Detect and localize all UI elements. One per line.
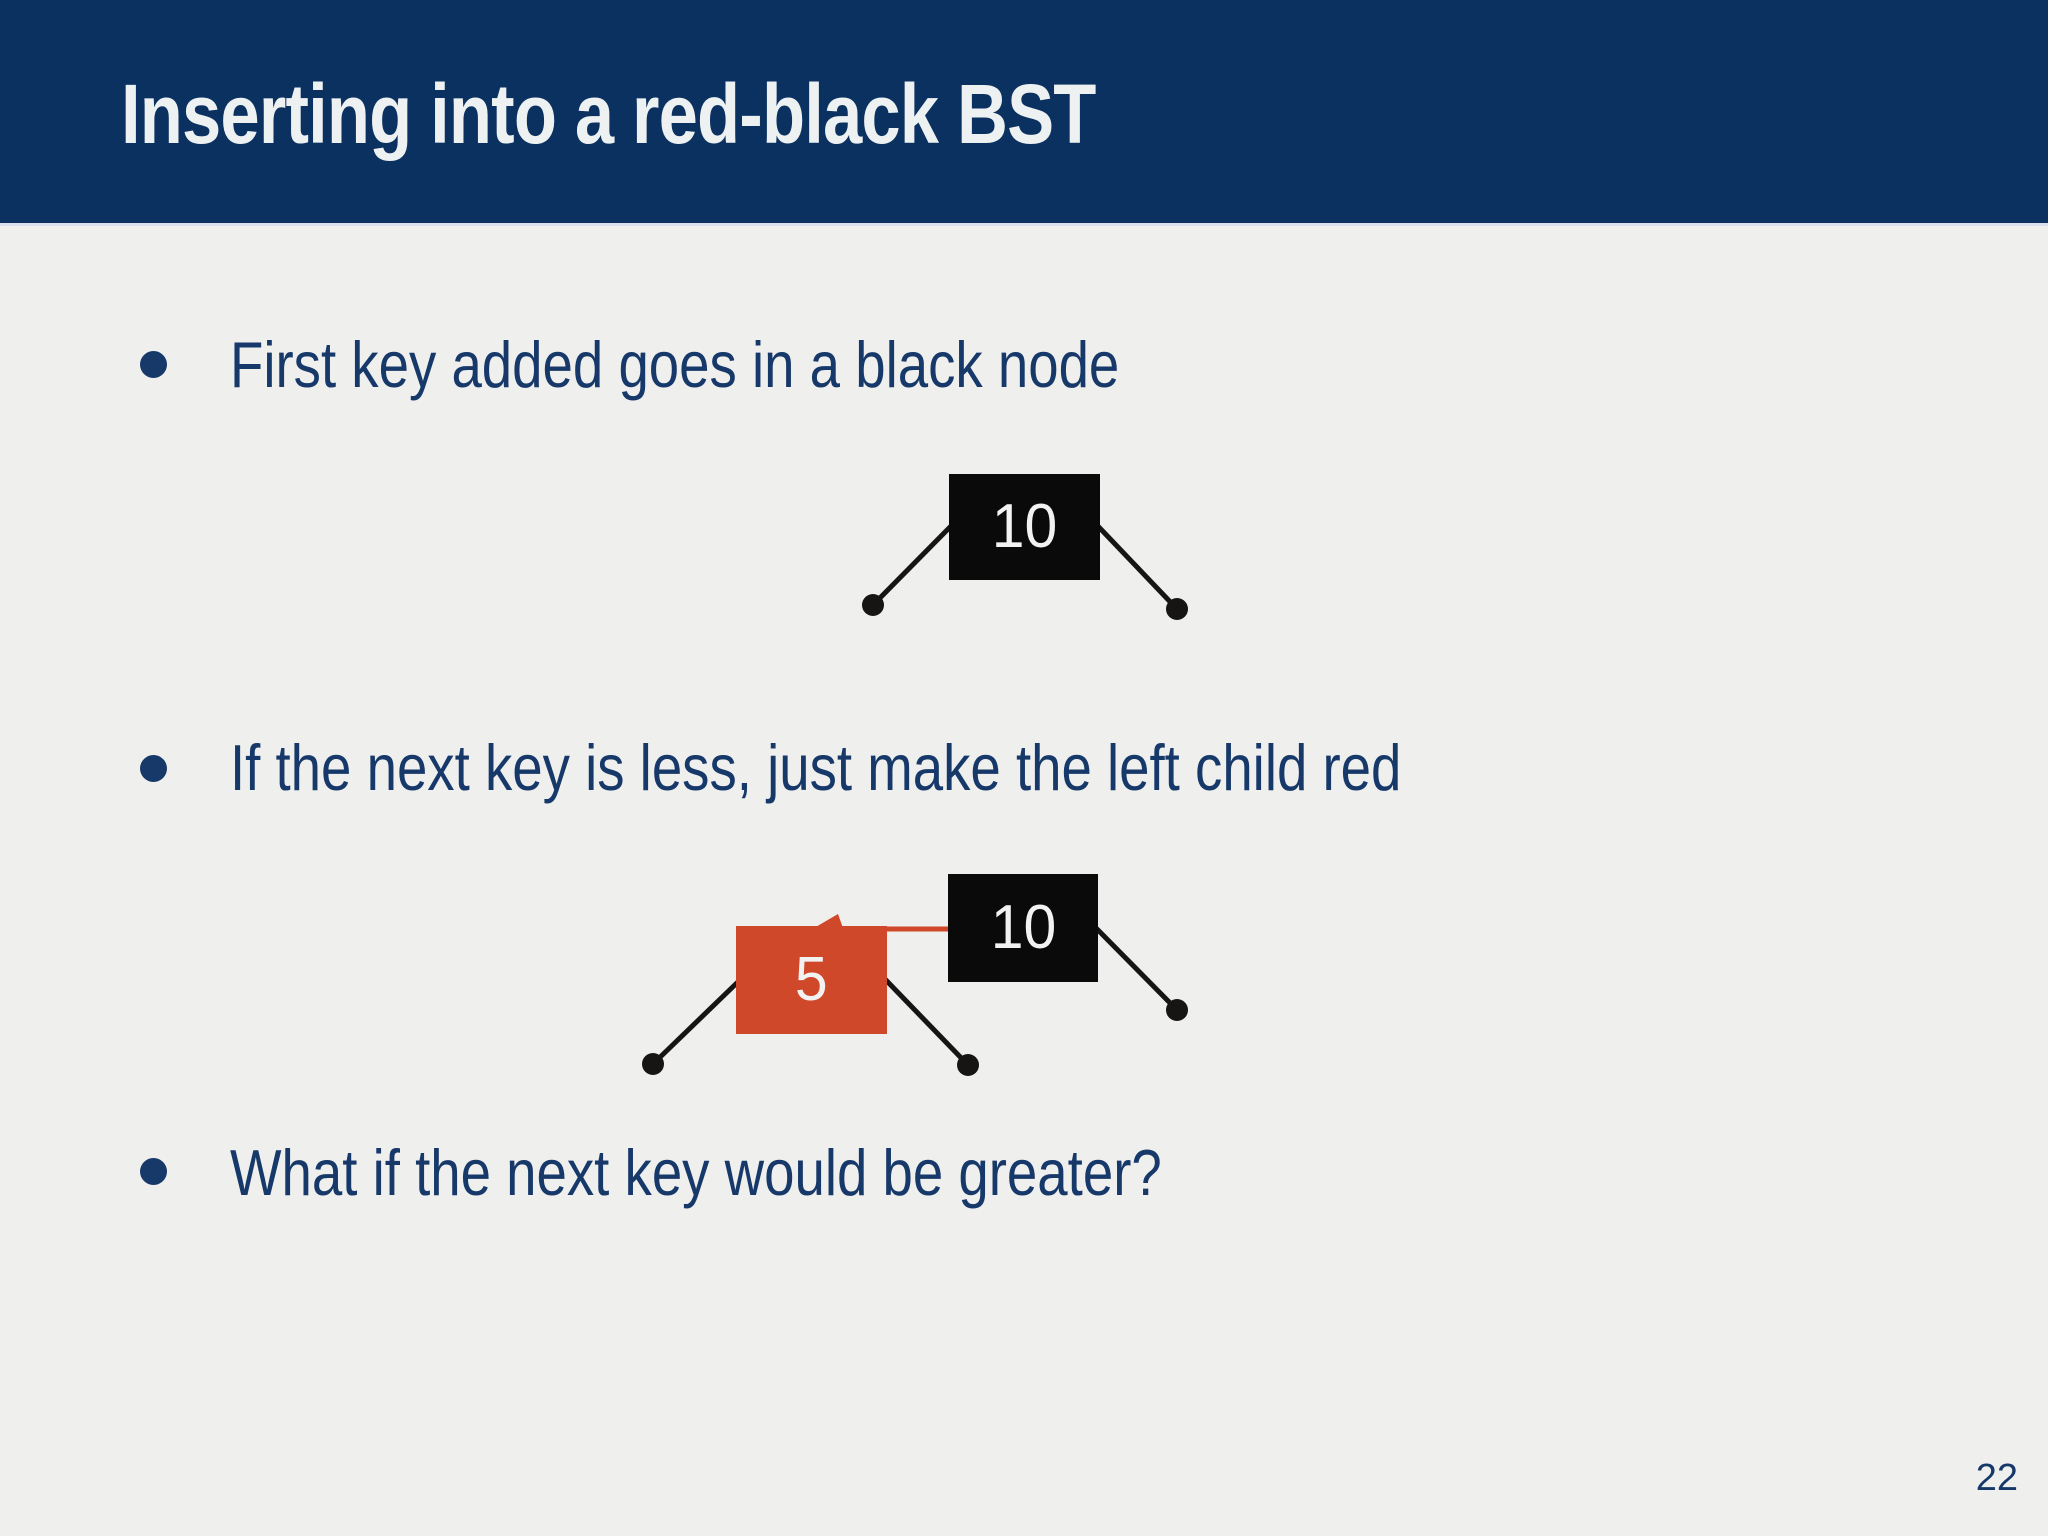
tree-node-black-10-second: 10	[948, 874, 1098, 982]
node-label: 5	[795, 945, 828, 1014]
red-link-arrow-icon	[814, 914, 843, 928]
bullet-text-3: What if the next key would be greater?	[230, 1136, 1162, 1209]
edge-right-null	[1093, 925, 1179, 1012]
null-leaf-dot	[1166, 598, 1188, 620]
slide-title: Inserting into a red-black BST	[121, 67, 1096, 161]
bullet-text-2: If the next key is less, just make the l…	[230, 731, 1402, 804]
edge-left-null	[651, 976, 744, 1066]
bullet-dot-icon	[140, 351, 167, 378]
edge-left-null	[871, 520, 957, 607]
edge-right-null	[880, 974, 970, 1067]
null-leaf-dot	[1166, 999, 1188, 1021]
page-number: 22	[1975, 1457, 2018, 1499]
node-label: 10	[991, 492, 1058, 561]
null-leaf-dot	[862, 594, 884, 616]
bullet-text-1: First key added goes in a black node	[230, 328, 1120, 401]
null-leaf-dot	[957, 1054, 979, 1076]
tree-diagram-second-insert	[642, 914, 1188, 1076]
node-label: 10	[990, 893, 1056, 962]
tree-diagram-first-insert	[862, 520, 1188, 620]
tree-node-black-10-first: 10	[949, 474, 1100, 580]
tree-node-red-5: 5	[736, 926, 887, 1034]
edge-right-null	[1092, 520, 1179, 611]
header-bar: Inserting into a red-black BST	[0, 0, 2048, 226]
bullet-dot-icon	[140, 755, 167, 782]
null-leaf-dot	[642, 1053, 664, 1075]
bullet-dot-icon	[140, 1158, 167, 1185]
